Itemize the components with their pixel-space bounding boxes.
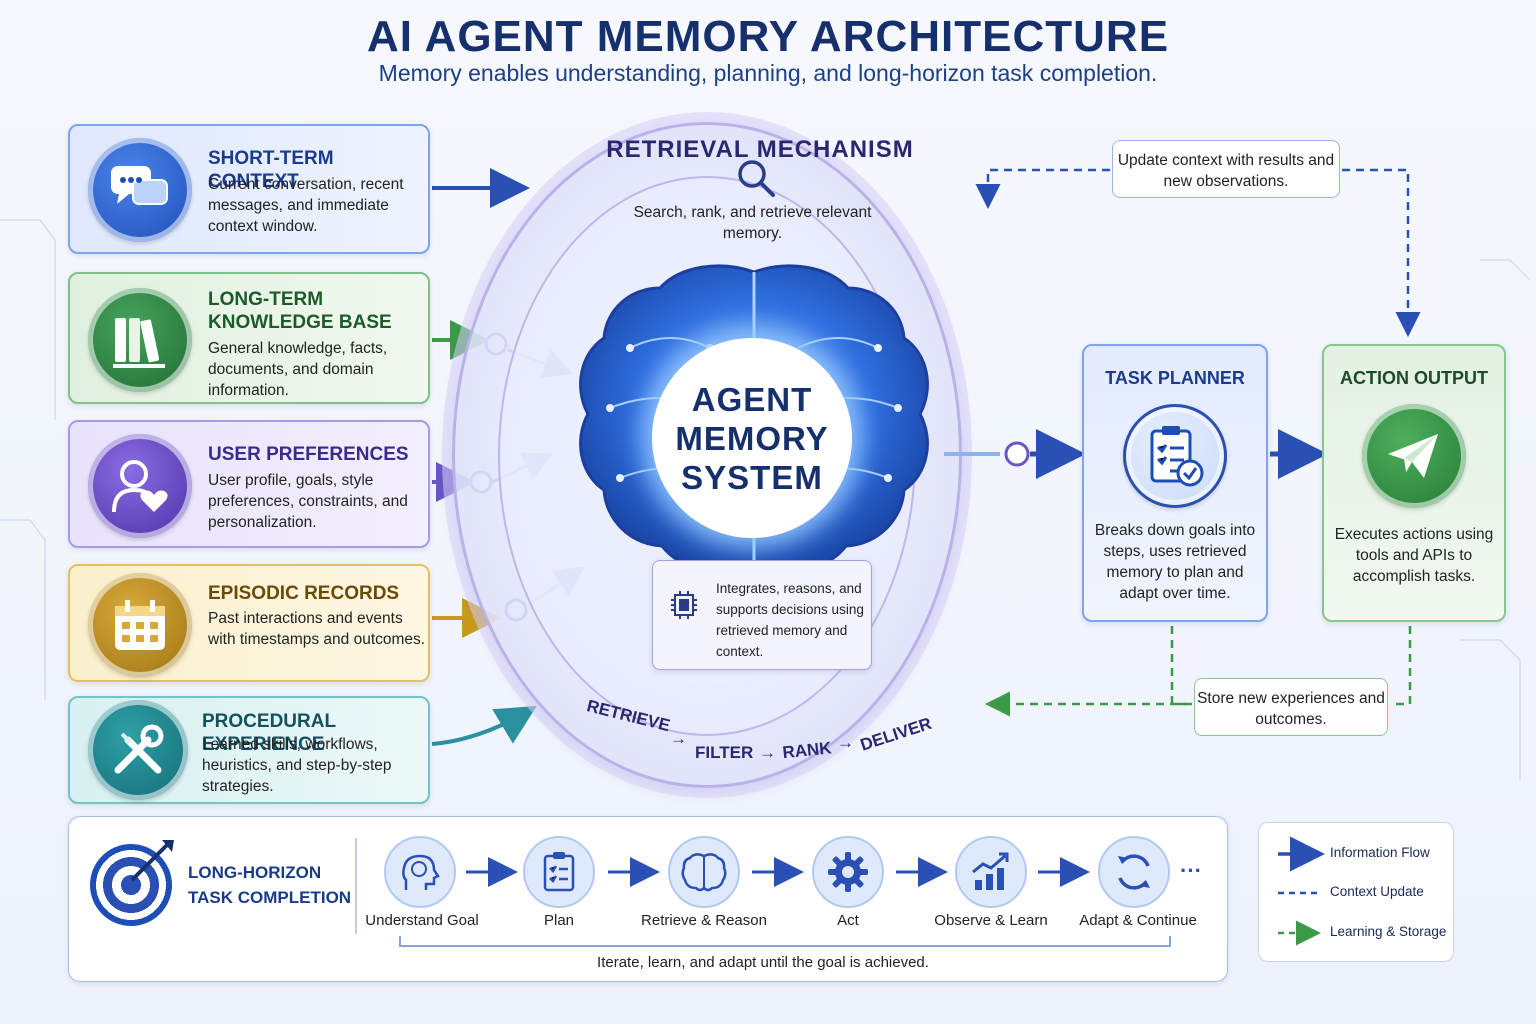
chat-bubbles-icon: [88, 138, 192, 242]
page-subtitle: Memory enables understanding, planning, …: [378, 60, 1158, 86]
more-steps-ellipsis: ···: [1180, 858, 1202, 883]
action-output-title: ACTION OUTPUT: [1340, 368, 1488, 388]
pipeline-arrow: →: [759, 743, 776, 762]
page-title: AI AGENT MEMORY ARCHITECTURE: [366, 12, 1170, 61]
trend-chart-icon: [955, 836, 1027, 908]
card-title: SHORT-TERM CONTEXT: [208, 148, 334, 192]
context-update-note: Update context with results and new obse…: [1112, 140, 1340, 198]
card-title: LONG-TERM KNOWLEDGE BASE: [208, 289, 392, 333]
divider: [355, 838, 357, 934]
chip-icon: [671, 591, 697, 619]
card-description: Current conversation, recent messages, a…: [208, 176, 404, 235]
books-icon: [88, 288, 192, 392]
target-icon: [90, 844, 172, 926]
step-label: Retrieve & Reason: [641, 912, 767, 929]
retrieval-pipeline: RETRIEVE → FILTER → RANK → DELIVER: [585, 700, 934, 762]
gear-icon: [812, 836, 884, 908]
iterate-caption: Iterate, learn, and adapt until the goal…: [597, 954, 929, 971]
card-user-preferences: USER PREFERENCES User profile, goals, st…: [68, 420, 430, 548]
pipeline-arrow: →: [670, 729, 687, 748]
card-title: EPISODIC RECORDS: [208, 583, 400, 604]
card-procedural-experience: PROCEDURAL EXPERIENCE Learned skills, wo…: [68, 696, 430, 804]
paper-plane-icon: [1362, 404, 1466, 508]
long-horizon-panel: [68, 816, 1228, 982]
step-label: Understand Goal: [365, 912, 479, 929]
magnifier-icon: [738, 160, 775, 197]
core-line: SYSTEM: [681, 458, 823, 496]
user-heart-icon: [88, 434, 192, 538]
legend-context-update: Context Update: [1330, 884, 1424, 899]
task-planner-title: TASK PLANNER: [1105, 368, 1245, 388]
task-planner-box: TASK PLANNER Breaks down goals into step…: [1082, 344, 1268, 622]
wrench-screwdriver-icon: [88, 700, 188, 800]
action-output-box: ACTION OUTPUT Executes actions using too…: [1322, 344, 1506, 622]
card-short-term-context: SHORT-TERM CONTEXT Current conversation,…: [68, 124, 430, 254]
core-line: MEMORY: [675, 419, 829, 457]
card-description: Learned skills, workflows, heuristics, a…: [202, 736, 392, 795]
action-output-description: Executes actions using tools and APIs to…: [1334, 526, 1494, 585]
card-description: Past interactions and events with timest…: [208, 610, 426, 648]
task-planner-description: Breaks down goals into steps, uses retri…: [1094, 522, 1256, 602]
checklist-icon: [523, 836, 595, 908]
legend-swatches: [1278, 836, 1325, 946]
clipboard-check-icon: [1123, 404, 1227, 508]
step-label: Plan: [543, 912, 575, 929]
agent-memory-system-core: AGENT MEMORY SYSTEM: [652, 338, 852, 538]
step-label: Adapt & Continue: [1079, 912, 1197, 929]
card-description: General knowledge, facts, documents, and…: [208, 340, 388, 399]
card-episodic-records: EPISODIC RECORDS Past interactions and e…: [68, 564, 430, 682]
brain-icon: [668, 836, 740, 908]
legend-learning-storage: Learning & Storage: [1330, 924, 1447, 939]
card-title: USER PREFERENCES: [208, 444, 409, 465]
calendar-icon: [88, 573, 192, 677]
card-long-term-knowledge-base: LONG-TERM KNOWLEDGE BASE General knowled…: [68, 272, 430, 404]
long-horizon-title: LONG-HORIZON TASK COMPLETION: [188, 863, 352, 907]
integrates-description: Integrates, reasons, and supports decisi…: [716, 581, 864, 659]
cycle-icon: [1098, 836, 1170, 908]
legend-information-flow: Information Flow: [1330, 845, 1430, 860]
target-arrow-icon: [130, 840, 174, 882]
retrieval-mechanism-title: RETRIEVAL MECHANISM: [606, 136, 914, 163]
pipeline-step-filter: FILTER: [695, 743, 753, 762]
pipeline-arrow: →: [837, 733, 854, 752]
step-label: Act: [837, 912, 859, 929]
card-description: User profile, goals, style preferences, …: [208, 472, 408, 531]
step-label: Observe & Learn: [934, 912, 1048, 929]
retrieval-description: Search, rank, and retrieve relevant memo…: [633, 204, 872, 242]
head-brain-icon: [384, 836, 456, 908]
store-experiences-note: Store new experiences and outcomes.: [1194, 678, 1388, 736]
core-line: AGENT: [691, 380, 813, 418]
card-title: PROCEDURAL EXPERIENCE: [202, 711, 336, 755]
